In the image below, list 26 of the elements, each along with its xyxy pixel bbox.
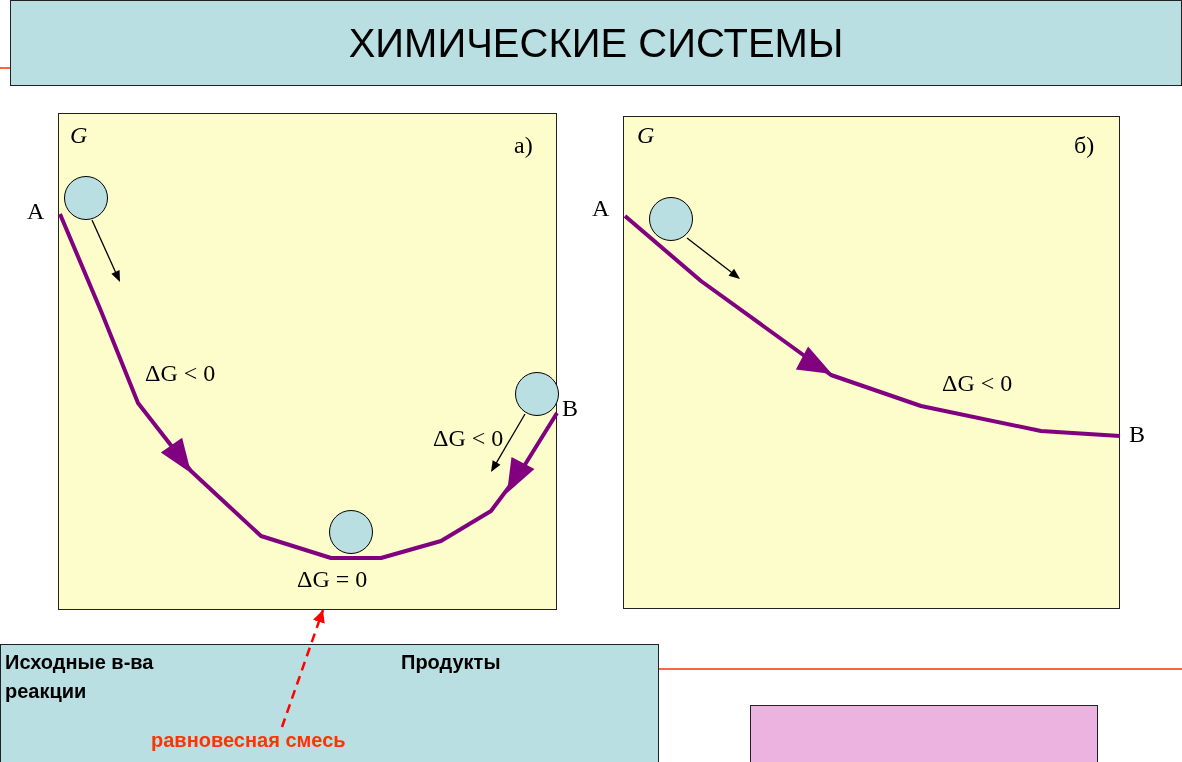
point-label: A	[27, 198, 45, 224]
axis-label: G	[637, 122, 655, 148]
panel-text: реакции	[5, 679, 87, 703]
energy-change-label: ΔG < 0	[942, 370, 1013, 396]
energy-change-label: ΔG < 0	[145, 360, 216, 386]
graph-panel	[623, 116, 1120, 609]
ball	[329, 510, 373, 554]
ball	[64, 176, 108, 220]
title-banner: ХИМИЧЕСКИЕ СИСТЕМЫ	[10, 0, 1182, 86]
panel-label: б)	[1074, 132, 1095, 158]
ball	[649, 197, 693, 241]
caption-text: равновесная смесь	[151, 728, 413, 752]
point-label: A	[592, 195, 610, 221]
point-label: B	[1129, 421, 1145, 447]
axis-label: G	[70, 122, 88, 148]
graph-panel	[58, 113, 557, 610]
panel-text: Исходные в-ва	[5, 650, 154, 674]
point-label: B	[562, 395, 578, 421]
info-panel	[0, 644, 659, 762]
panel-label: а)	[514, 132, 533, 158]
ball	[515, 372, 559, 416]
energy-change-label: ΔG = 0	[297, 566, 368, 592]
energy-change-label: ΔG < 0	[433, 425, 504, 451]
info-panel	[750, 705, 1098, 762]
leader-arrow	[280, 609, 325, 728]
panel-text: Продукты	[401, 650, 501, 674]
